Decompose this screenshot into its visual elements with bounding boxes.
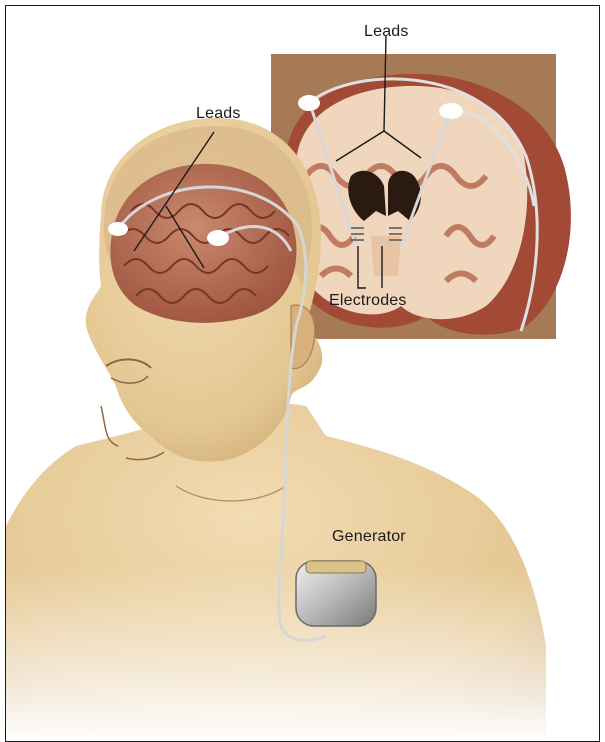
illustration bbox=[6, 6, 599, 741]
diagram-frame: Leads Leads Electrodes Generator bbox=[5, 5, 600, 742]
generator-label: Generator bbox=[332, 528, 406, 546]
brain-section-inset bbox=[271, 36, 571, 339]
generator-device bbox=[296, 561, 376, 626]
electrodes-label: Electrodes bbox=[329, 292, 407, 310]
right-electrode-contact bbox=[207, 230, 229, 246]
leads-label-top: Leads bbox=[364, 23, 409, 41]
left-electrode-contact bbox=[108, 222, 128, 236]
leads-label-left: Leads bbox=[196, 105, 241, 123]
